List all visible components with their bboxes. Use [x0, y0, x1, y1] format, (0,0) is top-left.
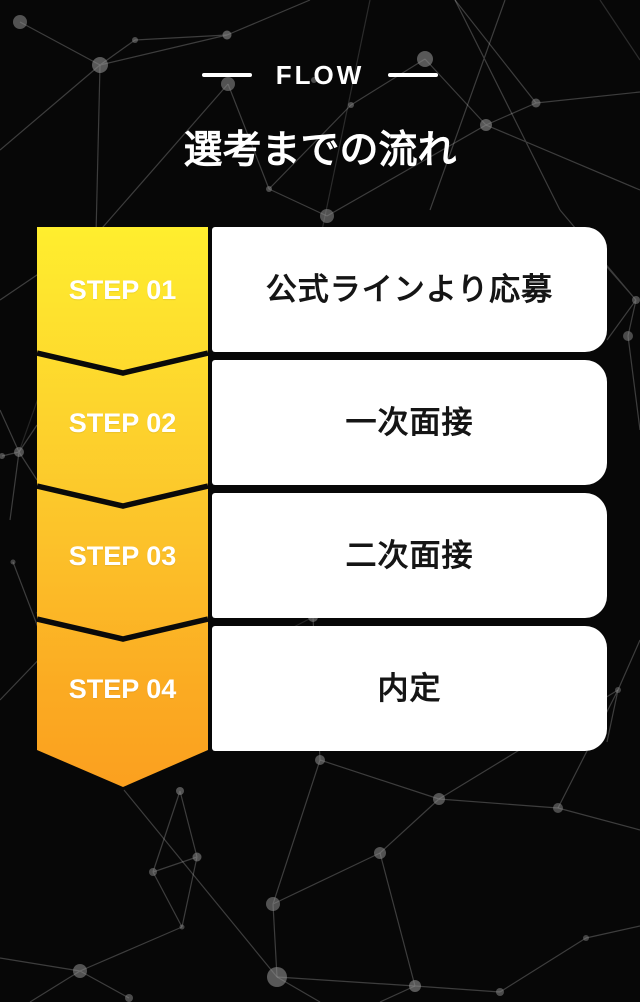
eyebrow-dash-right-icon — [388, 73, 439, 77]
step-card-3: 二次面接 — [212, 493, 607, 618]
section-eyebrow: FLOW — [275, 60, 365, 90]
page-title: 選考までの流れ — [183, 129, 457, 173]
eyebrow-dash-left-icon — [201, 73, 252, 77]
step-card-text-1: 公式ラインより応募 — [265, 271, 554, 307]
step-card-text-3: 二次面接 — [345, 537, 474, 573]
step-badge-1: STEP 01 — [68, 275, 177, 305]
step-badge-2: STEP 02 — [68, 408, 177, 438]
chevron-divider-2 — [37, 483, 208, 509]
section-eyebrow-row: FLOW — [0, 60, 640, 90]
step-column-arrow: STEP 01 STEP 02 STEP 03 STEP 04 — [37, 227, 208, 787]
step-card-text-4: 内定 — [377, 670, 442, 706]
step-badge-4: STEP 04 — [68, 674, 177, 704]
step-badge-3: STEP 03 — [68, 541, 177, 571]
chevron-divider-1 — [37, 350, 208, 376]
step-card-2: 一次面接 — [212, 360, 607, 485]
step-chevron-dividers — [37, 350, 208, 642]
step-card-4: 内定 — [212, 626, 607, 751]
step-card-text-2: 一次面接 — [345, 404, 474, 440]
step-card-1: 公式ラインより応募 — [212, 227, 607, 352]
flow-diagram: STEP 01 STEP 02 STEP 03 STEP 04 公式ラインより応… — [37, 227, 607, 787]
chevron-divider-3 — [37, 616, 208, 642]
